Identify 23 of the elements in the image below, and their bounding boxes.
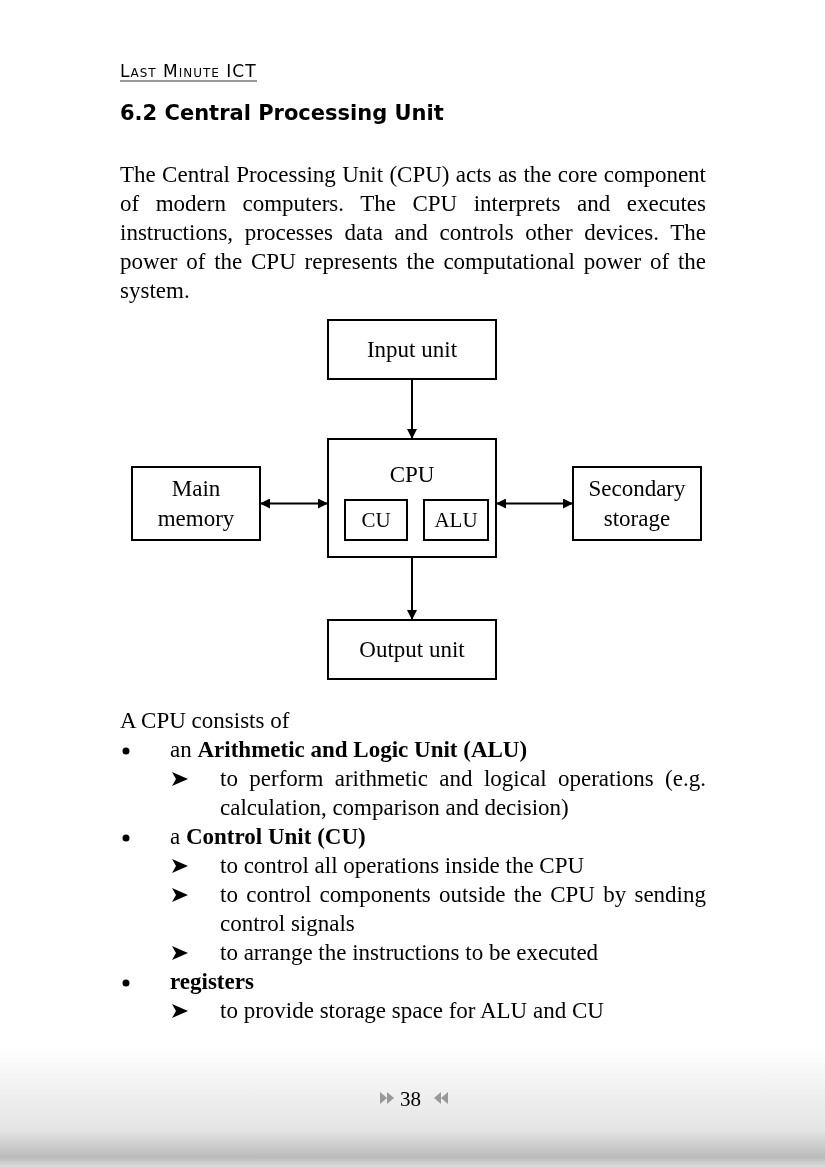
processor-box: CPU CU ALU xyxy=(327,438,497,558)
page-number: 38 xyxy=(400,1086,421,1113)
memory-box: Main memory xyxy=(131,466,261,541)
arrow xyxy=(496,498,573,509)
sub-list-item: to control all operations inside the CPU xyxy=(220,852,586,880)
arrow xyxy=(260,498,328,509)
sub-list-item: to arrange the instructions to be executed xyxy=(220,939,600,967)
list-intro: A CPU consists of xyxy=(120,707,290,735)
unit-box: Input unit xyxy=(327,319,497,380)
unit-box: Output unit xyxy=(327,619,497,680)
sub-list-item: to provide storage space for ALU and CU xyxy=(220,997,605,1025)
unit-box: ALU xyxy=(423,499,489,541)
body-paragraph: The Central Processing Unit (CPU) acts as the core component of modern computers. The CPU interprets and executes instructions, processes data and controls other devices. The power of the CPU represents the computational power of the system. xyxy=(120,161,706,305)
sub-list-item: to perform arithmetic and logical operations (e.g. calculation, comparison and decision) xyxy=(220,765,706,822)
list-item: a Control Unit (CU) xyxy=(170,823,366,851)
section-heading: 6.2 Central Processing Unit xyxy=(120,101,444,125)
list-item: registers xyxy=(170,968,254,996)
list-item: an Arithmetic and Logic Unit (ALU) xyxy=(170,736,528,764)
running-header: Last Minute ICT xyxy=(120,62,257,82)
arrow xyxy=(407,379,417,439)
unit-box: CU xyxy=(344,499,408,541)
storage-box: Secondary storage xyxy=(572,466,702,541)
arrow xyxy=(407,557,417,620)
